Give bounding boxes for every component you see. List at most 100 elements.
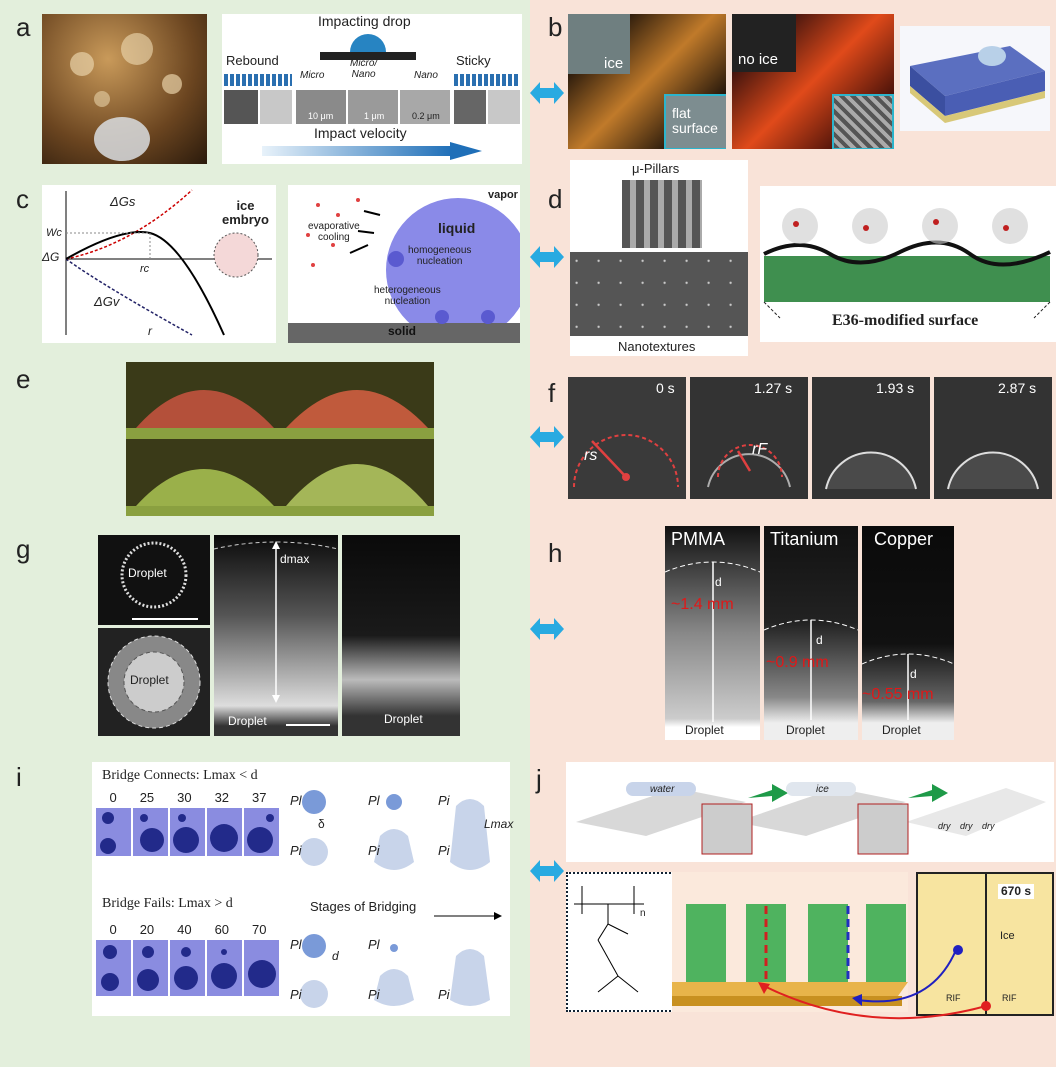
connects-droplets bbox=[100, 812, 274, 854]
panel-a-droplets-photo bbox=[42, 14, 207, 164]
scale-bar-1um: 1 μm bbox=[364, 111, 385, 121]
water-label: water bbox=[650, 784, 675, 795]
no-ice-label: no ice bbox=[738, 51, 779, 68]
free-energy-curves bbox=[65, 189, 272, 336]
time-bot-1: 20 bbox=[139, 922, 155, 937]
panel-label-g: g bbox=[16, 534, 31, 564]
scale-bar-02um: 0.2 μm bbox=[412, 111, 440, 121]
panel-f-frame-2: 1.93 s bbox=[812, 377, 930, 499]
panel-c-energy-plot: ΔGs Wc ΔG rc ΔGv r ice embryo bbox=[42, 185, 276, 343]
panel-label-f: f bbox=[548, 378, 556, 408]
panel-a-diagram: Impacting drop Rebound Sticky Micro Micr… bbox=[222, 13, 522, 164]
frame-3-droplet bbox=[947, 451, 1039, 490]
droplet-ring-top bbox=[120, 541, 198, 620]
time-row-bottom: 0 20 40 60 70 bbox=[98, 922, 278, 937]
pl-top-2: Pl bbox=[368, 793, 380, 808]
panel-f-frame-0: 0 s rs bbox=[568, 377, 686, 499]
copper-annotation bbox=[862, 653, 954, 720]
d-label-titanium: d bbox=[816, 633, 823, 647]
sem-micro-nano bbox=[348, 90, 398, 124]
channels-illustration bbox=[576, 782, 1046, 855]
d-label-copper: d bbox=[910, 667, 917, 681]
titanium-annotation bbox=[764, 619, 858, 720]
sticky-image-1 bbox=[454, 90, 486, 124]
droplet-ring-bottom bbox=[107, 635, 201, 729]
lmax-label: Lmax bbox=[484, 817, 514, 831]
wc-label: Wc bbox=[46, 227, 62, 239]
brushes-illustration bbox=[672, 904, 908, 1006]
dgs-label: ΔGs bbox=[110, 194, 136, 209]
time-top-1: 25 bbox=[139, 790, 155, 805]
panel-g-bottom-droplet: Droplet bbox=[98, 628, 210, 736]
panel-label-b: b bbox=[548, 12, 563, 42]
pmma-label: PMMA bbox=[671, 529, 725, 549]
droplets-illustration bbox=[70, 33, 182, 161]
pl-bot-2: Pl bbox=[368, 937, 380, 952]
time-row-top: 0 25 30 32 37 bbox=[98, 790, 278, 805]
droplet-label-bottom: Droplet bbox=[130, 673, 169, 687]
droplet-label-dendrites: Droplet bbox=[384, 712, 423, 726]
pi-bot-3: Pi bbox=[438, 987, 450, 1002]
pillars-label: μ-Pillars bbox=[632, 161, 680, 176]
pl-bot-1: Pl bbox=[290, 937, 302, 952]
rf-label: rF bbox=[752, 441, 768, 458]
ice-inset bbox=[568, 14, 630, 74]
titanium-label: Titanium bbox=[770, 529, 839, 549]
panel-h-copper: Copper d ~0.55 mm Droplet bbox=[862, 526, 954, 740]
dry-label-3: dry bbox=[982, 821, 995, 831]
bridge-connects-title: Bridge Connects: Lmax < d bbox=[102, 768, 258, 783]
delta-label: δ bbox=[318, 817, 325, 831]
fails-droplets bbox=[101, 945, 276, 991]
nano-label: Nano bbox=[414, 70, 438, 81]
panel-d-sem: μ-Pillars Nanotextures bbox=[570, 160, 748, 356]
textured-surface-inset bbox=[832, 94, 894, 149]
rc-label: rc bbox=[140, 263, 150, 275]
droplet-label-top: Droplet bbox=[128, 566, 167, 580]
panel-label-a: a bbox=[16, 12, 31, 42]
time-bot-2: 40 bbox=[177, 922, 192, 937]
panel-g-frost-halo: dmax Droplet bbox=[214, 535, 338, 736]
n-subscript: n bbox=[640, 908, 646, 919]
panel-b-ice-photo: ice flat surface bbox=[568, 14, 726, 149]
rebound-label: Rebound bbox=[226, 53, 279, 68]
fiber-mat-illustration bbox=[910, 46, 1045, 123]
frame-2-droplet bbox=[825, 451, 917, 490]
rebound-texture bbox=[224, 74, 292, 86]
time-top-3: 32 bbox=[214, 790, 230, 805]
sem-micro bbox=[296, 90, 346, 124]
panel-label-c: c bbox=[16, 184, 29, 214]
panel-b-fiber-render bbox=[900, 26, 1050, 131]
panel-f-frame-3: 2.87 s bbox=[934, 377, 1052, 499]
panel-j-ice-front: 670 s Ice RIF RIF bbox=[916, 872, 1054, 1016]
time-bot-3: 60 bbox=[214, 922, 230, 937]
r-axis-label: r bbox=[148, 324, 152, 338]
pl-top-1: Pl bbox=[290, 793, 302, 808]
panel-f-frame-1: 1.27 s rF bbox=[690, 377, 808, 499]
dgv-label: ΔGv bbox=[94, 294, 120, 309]
dry-label-1: dry bbox=[938, 821, 951, 831]
double-arrow-ij bbox=[530, 860, 564, 882]
panel-i-bridging: Bridge Connects: Lmax < d 0 25 30 32 37 … bbox=[92, 762, 514, 1016]
panel-c-nucleation-diagram: vapor liquid evaporative cooling homogen… bbox=[288, 185, 530, 343]
pmma-value: ~1.4 mm bbox=[671, 596, 734, 613]
bridge-fails-title: Bridge Fails: Lmax > d bbox=[102, 896, 233, 911]
droplet-label-copper: Droplet bbox=[882, 723, 921, 737]
time-287s: 2.87 s bbox=[998, 380, 1037, 396]
flat-surface-inset bbox=[664, 94, 726, 149]
rif-label-2: RIF bbox=[1002, 993, 1017, 1003]
panel-g-frost-dendrites: Droplet bbox=[342, 535, 460, 736]
bridge-connects-frames bbox=[96, 808, 280, 856]
impacting-drop-title: Impacting drop bbox=[318, 13, 411, 29]
e36-label: E36-modified surface bbox=[832, 312, 979, 329]
pi-top-3: Pi bbox=[438, 843, 450, 858]
double-arrow-gh bbox=[530, 618, 564, 640]
no-ice-inset bbox=[732, 14, 796, 72]
sticky-label: Sticky bbox=[456, 53, 491, 68]
rebound-image-1 bbox=[224, 90, 258, 124]
droplet-label-titanium: Droplet bbox=[786, 723, 825, 737]
nanotextures-label: Nanotextures bbox=[618, 339, 696, 354]
nanotextures-image bbox=[570, 252, 748, 336]
rs-label: rs bbox=[584, 447, 598, 464]
panel-d-e36: E36-modified surface bbox=[760, 186, 1056, 342]
copper-value: ~0.55 mm bbox=[862, 686, 934, 703]
